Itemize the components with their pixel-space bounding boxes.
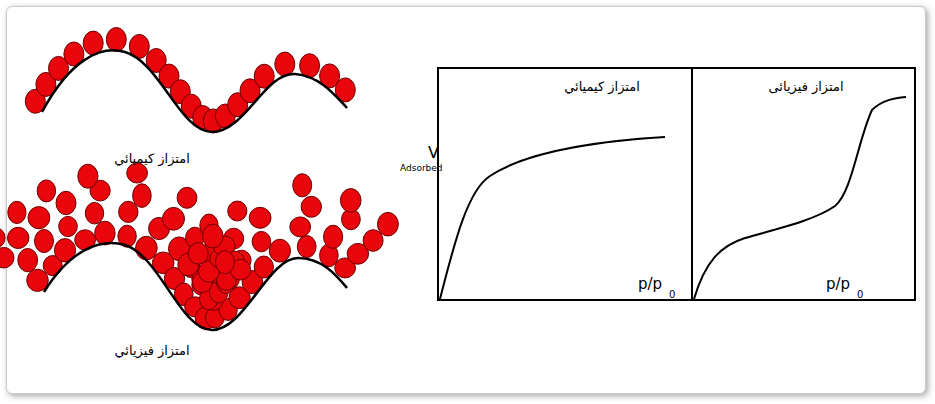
- molecule: [252, 231, 271, 251]
- molecule: [0, 247, 14, 268]
- molecule: [119, 201, 138, 222]
- molecule: [8, 201, 26, 223]
- molecule: [35, 230, 54, 253]
- molecule: [95, 221, 115, 245]
- molecule: [85, 202, 103, 224]
- molecule: [378, 212, 399, 236]
- molecule: [133, 184, 152, 208]
- axis-subscript: 0: [857, 289, 863, 300]
- molecule: [163, 207, 185, 230]
- molecule: [28, 207, 50, 229]
- molecule: [188, 243, 208, 265]
- caption-physisorption: امتزاز فيزيائي: [115, 344, 190, 358]
- molecule: [56, 191, 76, 214]
- molecule: [269, 239, 290, 262]
- molecule: [275, 52, 295, 76]
- surface-line: [44, 243, 347, 330]
- molecule: [290, 217, 311, 237]
- caption-chemisorption: امتزاز كيميائي: [114, 152, 190, 166]
- molecule: [215, 251, 234, 274]
- panel-title: امتزاز فيزيائى: [769, 80, 844, 94]
- molecule: [59, 216, 78, 236]
- monolayer-molecules: [25, 28, 355, 133]
- molecule: [203, 224, 224, 248]
- molecule: [340, 189, 361, 213]
- axis-label: p/p: [826, 276, 850, 293]
- molecule: [0, 228, 5, 248]
- molecule: [78, 164, 98, 188]
- molecule: [301, 196, 321, 217]
- axis-subscript: 0: [669, 289, 675, 300]
- panel-divider: [691, 68, 693, 300]
- chemisorption-isotherm: [440, 137, 665, 299]
- multilayer-molecules: [0, 163, 398, 329]
- axis-label: V: [428, 144, 439, 162]
- axis-label: p/p: [638, 276, 662, 293]
- molecule: [293, 174, 312, 197]
- molecule: [363, 230, 383, 252]
- molecule: [8, 227, 29, 248]
- molecule: [37, 180, 55, 202]
- axis-subscript: Adsorbed: [400, 164, 443, 174]
- panel-title: امتزاز كيميائي: [564, 80, 640, 94]
- molecule: [324, 225, 343, 248]
- surface-line: [42, 50, 347, 132]
- molecule: [228, 201, 247, 221]
- physisorption-isotherm: [694, 97, 906, 299]
- molecule: [18, 249, 38, 272]
- molecule: [297, 236, 316, 258]
- chart-frame: [438, 68, 915, 300]
- molecule: [249, 207, 271, 228]
- molecule: [106, 28, 126, 52]
- molecule: [177, 187, 197, 208]
